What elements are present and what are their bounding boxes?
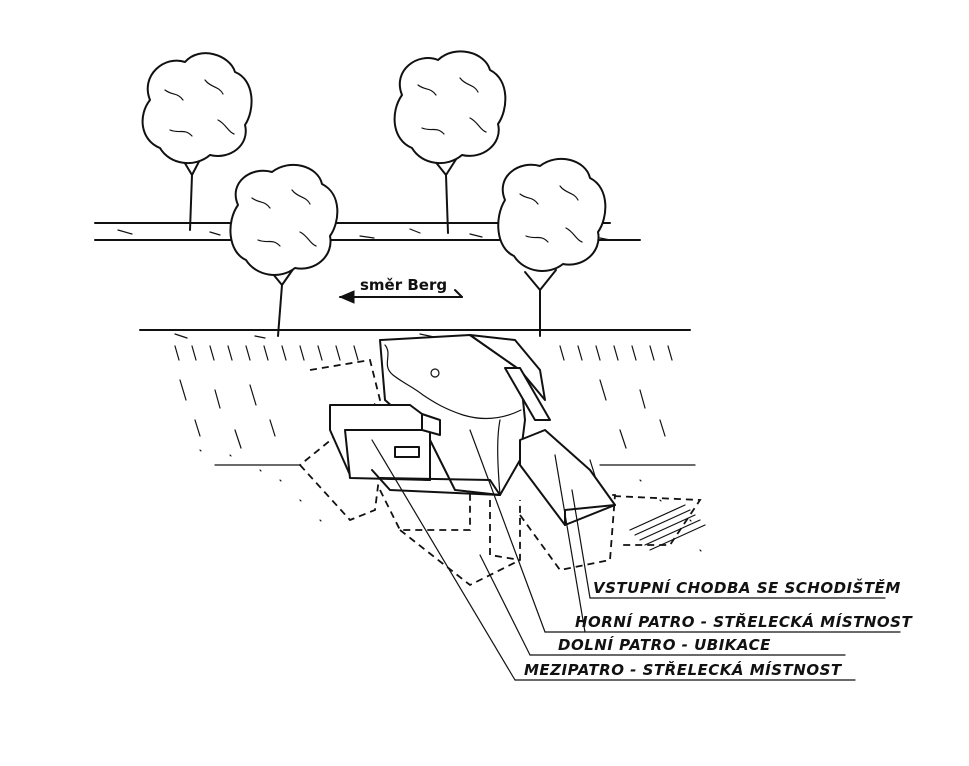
tree bbox=[141, 52, 253, 231]
leader-lines bbox=[371, 429, 901, 681]
direction-arrow: směr Berg bbox=[338, 276, 463, 304]
label-mezzanine: MEZIPATRO - STŘELECKÁ MÍSTNOST bbox=[524, 660, 843, 679]
direction-label: směr Berg bbox=[360, 276, 447, 294]
bunker bbox=[329, 334, 616, 526]
tree bbox=[229, 163, 339, 337]
label-upper-floor: HORNÍ PATRO - STŘELECKÁ MÍSTNOST bbox=[575, 612, 913, 631]
label-lower-floor: DOLNÍ PATRO - UBIKACE bbox=[558, 635, 771, 654]
tree bbox=[497, 157, 607, 337]
entrance-stairs bbox=[629, 504, 706, 551]
ground-hatching bbox=[174, 345, 702, 552]
tree bbox=[393, 50, 507, 234]
label-entrance: VSTUPNÍ CHODBA SE SCHODIŠTĚM bbox=[593, 577, 901, 597]
